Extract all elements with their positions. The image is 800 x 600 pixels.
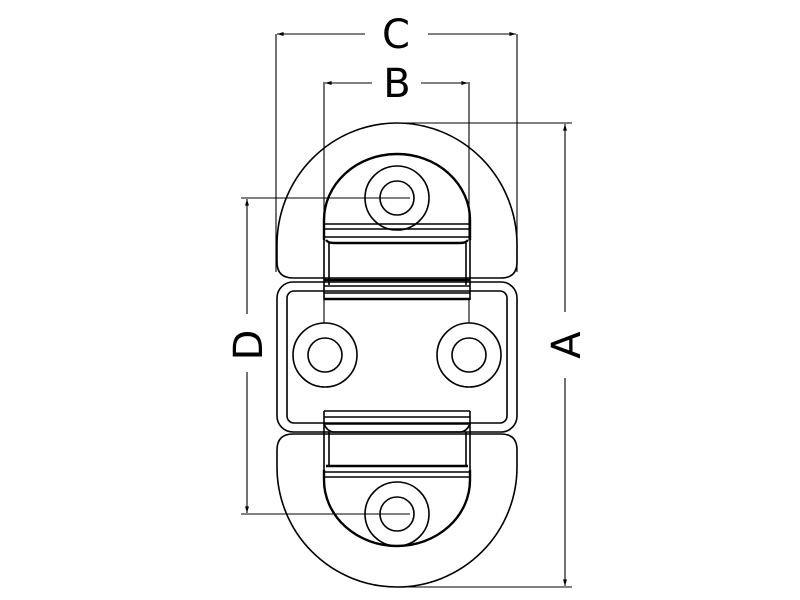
dimension-label-b: B — [383, 61, 410, 107]
bottom-d-ring — [276, 433, 518, 588]
dimension-label-d: D — [226, 330, 272, 361]
bolt-hole-left — [292, 300, 358, 388]
bolt-hole-bottom — [364, 481, 430, 547]
base-plate-outer — [276, 281, 518, 433]
dimension-c: C — [275, 12, 518, 272]
dimension-label-a: A — [544, 331, 590, 359]
dimension-d: D — [226, 197, 410, 515]
dimension-label-c: C — [382, 12, 410, 58]
bolt-hole-top — [364, 165, 430, 231]
dimension-b: B — [323, 61, 470, 240]
base-plate-inner — [286, 290, 508, 424]
base-plate — [276, 281, 518, 433]
dimension-a: A — [400, 122, 590, 588]
bottom-inner-loop — [322, 410, 472, 548]
top-d-ring — [276, 122, 518, 279]
bolt-hole-right — [436, 300, 502, 388]
top-inner-loop — [322, 152, 472, 301]
